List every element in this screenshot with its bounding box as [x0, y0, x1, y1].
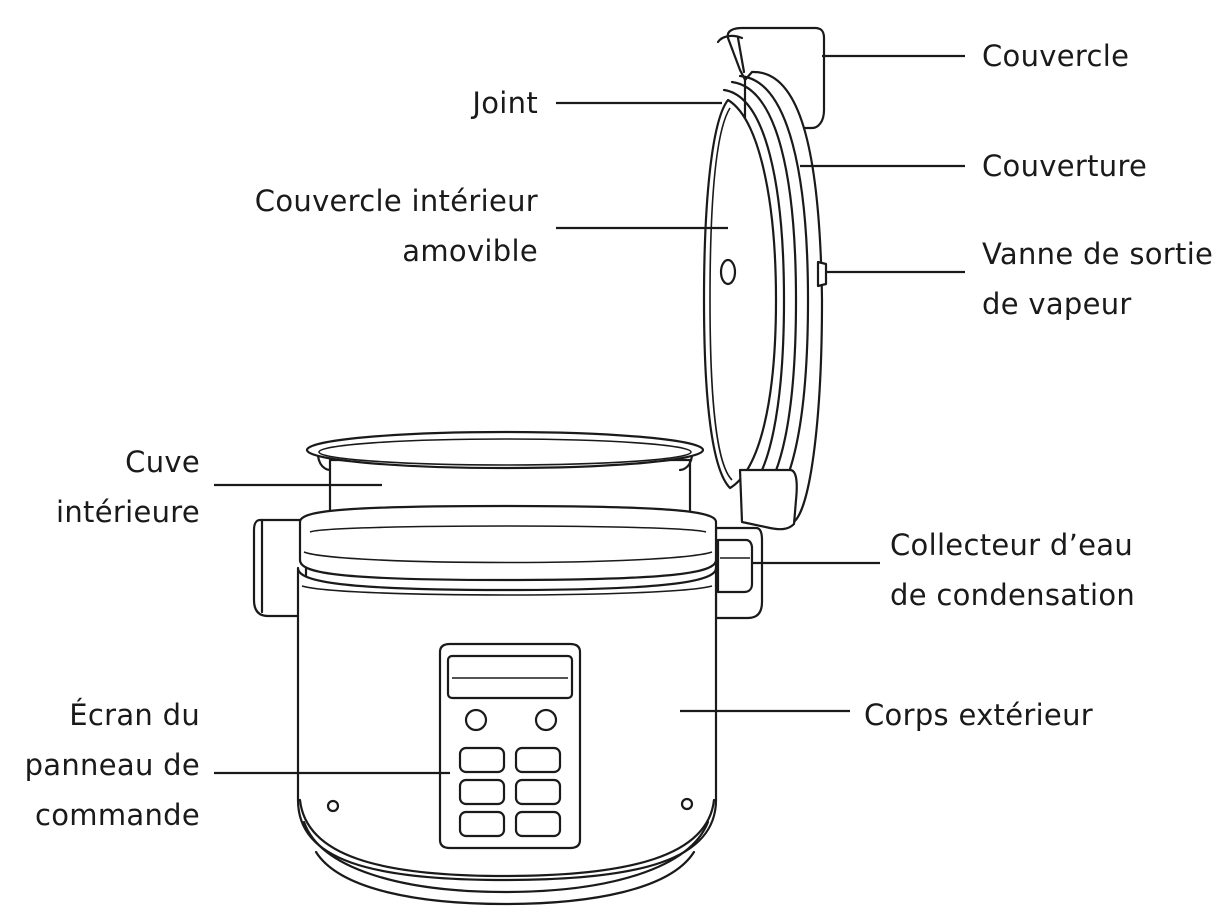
label-collecteur: Collecteur d’eau de condensation: [890, 528, 1136, 612]
panel-button-4: [514, 778, 562, 806]
label-couverture: Couverture: [982, 149, 1148, 183]
lid-assembly: [702, 26, 828, 531]
control-knob-right: [534, 708, 558, 732]
leader-lines: [214, 54, 965, 775]
left-handle: [252, 518, 308, 618]
right-screw: [680, 797, 694, 811]
panel-button-1: [458, 746, 506, 774]
steam-valve-nub: [816, 260, 828, 288]
panel-button-6: [514, 810, 562, 838]
body-collar: [298, 504, 718, 582]
label-cuve: Cuve intérieure: [56, 445, 200, 529]
panel-button-3: [458, 778, 506, 806]
condensation-collector: [716, 538, 754, 594]
panel-button-2: [514, 746, 562, 774]
inner-pot-rim: [305, 430, 705, 470]
control-knob-left: [464, 708, 488, 732]
label-couvercle-interieur: Couvercle intérieur amovible: [254, 184, 538, 268]
control-panel: [438, 642, 582, 850]
panel-button-5: [458, 810, 506, 838]
left-screw: [326, 799, 340, 813]
label-joint: Joint: [472, 86, 538, 120]
label-corps: Corps extérieur: [864, 698, 1093, 732]
inner-lid-plate: [702, 98, 778, 490]
label-vanne: Vanne de sortie de vapeur: [982, 237, 1214, 321]
label-couvercle: Couvercle: [982, 39, 1130, 73]
display-screen: [446, 654, 574, 700]
inner-lid-knob: [719, 258, 737, 286]
lid-hinge-bottom: [738, 468, 798, 531]
lid-hinge-clip: [716, 34, 744, 44]
label-ecran: Écran du panneau de commande: [24, 698, 200, 832]
